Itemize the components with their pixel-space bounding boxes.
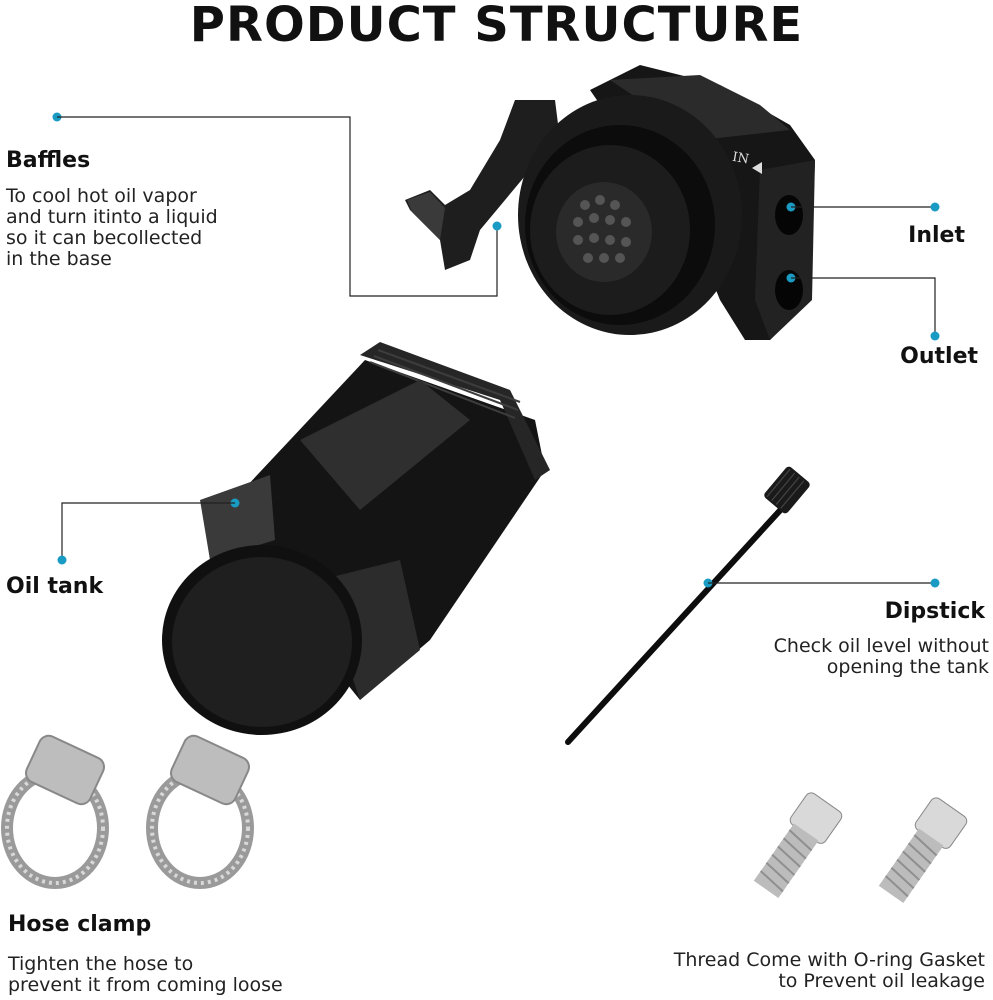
baffles-description: To cool hot oil vapor and turn itinto a …: [6, 185, 218, 270]
inlet-label: Inlet: [908, 223, 965, 248]
callout-outlet: [786, 273, 940, 341]
dipstick-label: Dipstick: [884, 599, 985, 624]
hose-clamp-image: [1, 734, 254, 889]
cap-image: IN: [405, 65, 815, 340]
outlet-label: Outlet: [900, 344, 978, 369]
baffles-label: Baffles: [6, 148, 91, 173]
dipstick-description: Check oil level without opening the tank: [773, 635, 989, 678]
page-title: PRODUCT STRUCTURE: [189, 0, 804, 53]
bolts-image: [753, 792, 968, 904]
oil-tank-image: [162, 342, 550, 735]
cap-marking: IN: [731, 150, 750, 168]
callout-baffles: [52, 112, 502, 297]
thread-description: Thread Come with O-ring Gasket to Preven…: [673, 949, 985, 992]
callout-inlet: [786, 202, 940, 212]
hose-clamp-label: Hose clamp: [8, 912, 152, 937]
hose-clamp-description: Tighten the hose to prevent it from comi…: [8, 953, 283, 996]
callout-dipstick: [703, 578, 940, 588]
oil-tank-label: Oil tank: [6, 574, 104, 599]
dipstick-image: [565, 466, 810, 745]
callout-oil-tank: [57, 498, 240, 565]
